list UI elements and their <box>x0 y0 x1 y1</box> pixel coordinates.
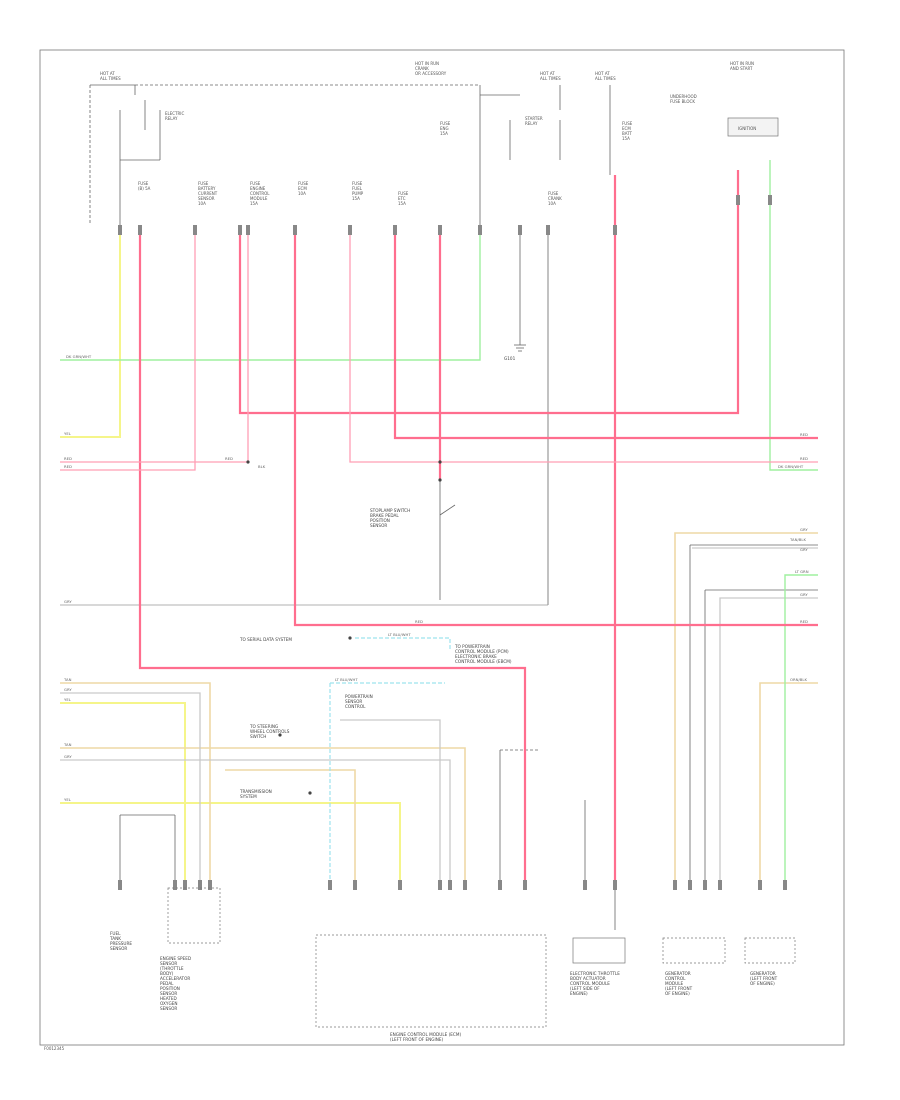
electronic-throttle-box <box>572 937 626 964</box>
wire-label-right-5: TAN/BLK <box>789 537 806 542</box>
annotation-ground: G101 <box>504 356 516 361</box>
wire-label-mid-2: RED <box>225 456 233 461</box>
wire-label-left-1: YEL <box>64 431 72 436</box>
wire-label-right-1: RED <box>800 432 808 437</box>
tan-wires <box>60 532 818 885</box>
signal-wires <box>60 84 818 930</box>
wire-label-left-8: TAN <box>63 742 72 747</box>
mid-wire-labels: DK GRN/WHT RED BLK RED LT BLU/WHT LT BLU… <box>66 354 423 682</box>
yellow-wires <box>60 235 401 885</box>
wire-label-right-2: RED <box>800 456 808 461</box>
generator-module-box <box>662 937 726 964</box>
wire-label-left-9: GRY <box>64 754 72 759</box>
wire-label-left-3: RED <box>64 464 72 469</box>
wire-label-left-10: YEL <box>64 797 72 802</box>
fuse-label-1: FUSE(B) 5A <box>138 181 151 191</box>
wire-label-right-4: GRY <box>800 527 808 532</box>
left-wire-labels: YEL RED RED GRY TAN GRY YEL TAN GRY YEL <box>63 431 72 802</box>
wire-label-mid-3: BLK <box>258 464 266 469</box>
diagram-border <box>39 49 845 1046</box>
bottom-connectors <box>118 880 787 890</box>
wire-label-mid-4: RED <box>415 619 423 624</box>
throttle-body-box <box>167 887 221 944</box>
annotation-serial-data: TO SERIAL DATA SYSTEM <box>239 637 292 642</box>
light-blue-wires <box>329 637 451 885</box>
wire-label-right-6: GRY <box>800 547 808 552</box>
wire-label-right-9: RED <box>800 619 808 624</box>
green-wires <box>60 160 818 885</box>
generator-box <box>744 937 796 964</box>
wire-label-left-6: GRY <box>64 687 72 692</box>
component-boxes <box>167 117 796 1028</box>
right-wire-labels: RED RED DK GRN/WHT GRY TAN/BLK GRY LT GR… <box>778 432 809 682</box>
component-ecm: ENGINE CONTROL MODULE (ECM)(LEFT FRONT O… <box>390 1032 461 1042</box>
wire-label-mid-1: DK GRN/WHT <box>66 354 92 359</box>
relay-label-4: IGNITION <box>738 126 756 131</box>
wire-label-right-10: ORN/BLK <box>790 677 807 682</box>
wire-label-left-4: GRY <box>64 599 72 604</box>
grey-wires <box>60 547 818 885</box>
wire-label-left-2: RED <box>64 456 72 461</box>
wire-label-right-3: DK GRN/WHT <box>778 464 804 469</box>
wire-label-right-8: GRY <box>800 592 808 597</box>
ecm-connector-outline <box>315 934 547 1028</box>
wire-label-mid-6: LT BLU/WHT <box>335 677 358 682</box>
red-wires <box>138 170 818 885</box>
splice-dots <box>246 460 442 795</box>
wire-label-mid-5: LT BLU/WHT <box>388 632 411 637</box>
underhood-fuse-block <box>727 117 779 137</box>
wire-label-right-7: LT GRN <box>795 569 809 574</box>
wire-label-left-5: TAN <box>63 677 72 682</box>
figure-id: F0012345 <box>44 1046 65 1051</box>
wire-label-left-7: YEL <box>64 697 72 702</box>
top-connectors <box>118 195 772 235</box>
